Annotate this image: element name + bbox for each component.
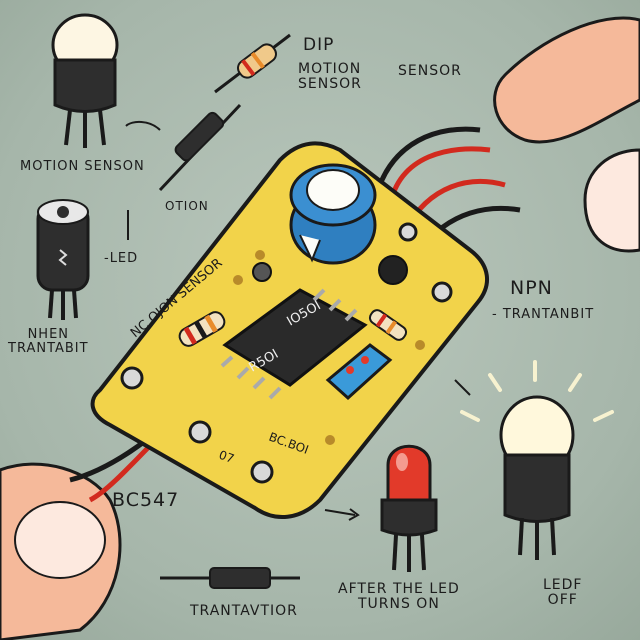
finger-top-right [493,16,640,253]
label-sensor: SENSOR [398,63,462,79]
finger-bottom-left [0,462,122,640]
label-npn-trantanbit: - TRANTANBIT [492,307,595,322]
label-bc547: BC547 [112,489,180,511]
arrow-to-led [324,509,356,516]
label-npn: NPN [510,277,553,299]
ic-chip [220,288,368,400]
label-trantavtior: TRANTAVTIOR [190,603,298,619]
arrow-npn [454,379,471,396]
onboard-resistors [178,309,408,347]
capacitor [289,163,377,265]
diode [158,103,242,192]
white-led [460,360,614,560]
resistor-top [214,33,291,94]
board-label-07: 07 [217,448,236,466]
label-otion: OTION [165,199,209,213]
label-ledf-off: LEDF OFF [543,577,583,609]
terminal-block [325,343,393,401]
label-after-led-turns-on: AFTER THE LED TURNS ON [338,581,460,613]
onboard-transistor [252,255,408,285]
label-dip: DIP [303,35,335,55]
label-motion-sensor-left: MOTION SENSON [20,159,145,174]
arrow-head [348,508,360,521]
label-led: -LED [104,251,139,266]
resistor-bottom [160,567,300,589]
label-motion-sensor: MOTION SENSOR [298,61,362,93]
label-nhen-trantabit: NHEN TRANTABIT [8,327,89,357]
left-capacitor [36,199,90,320]
motion-sensor-component [51,13,119,148]
arrow-motion [125,120,161,131]
red-led [380,444,438,572]
